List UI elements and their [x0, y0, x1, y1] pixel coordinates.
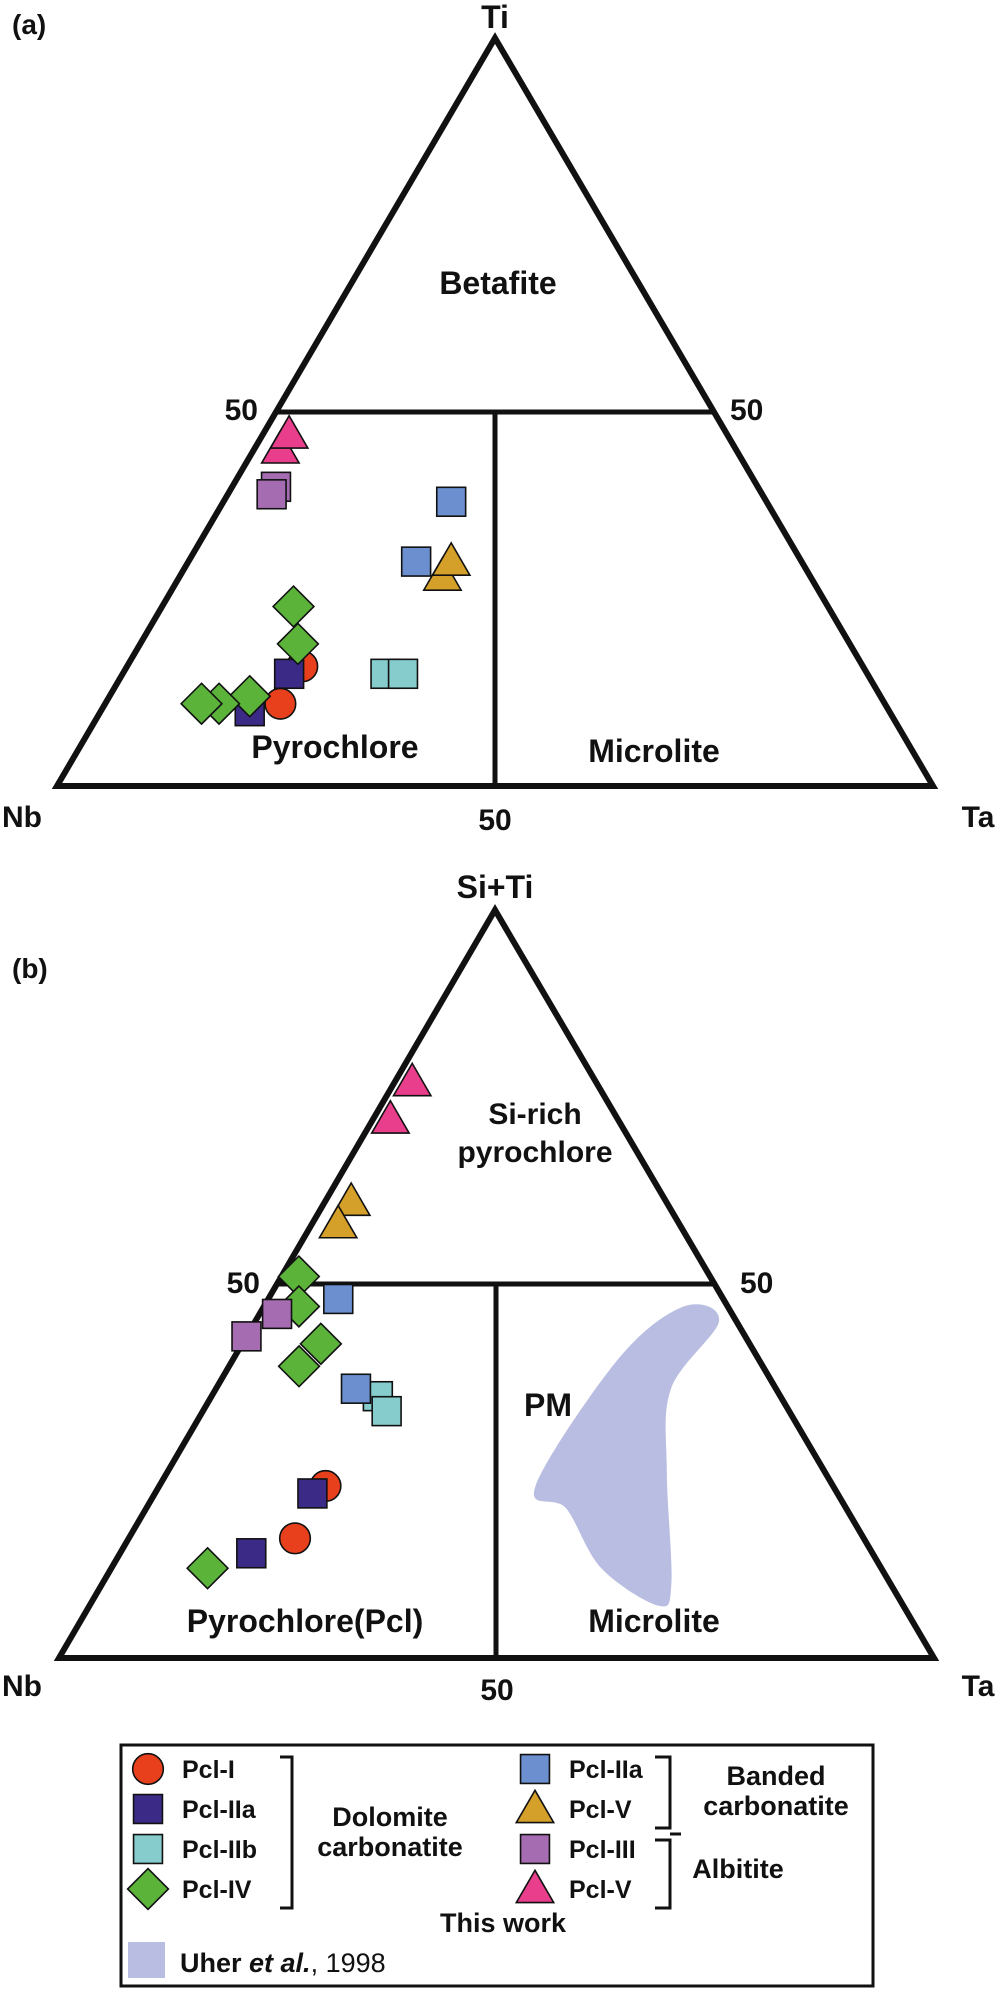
legend-uher-prefix: Uher: [180, 1948, 249, 1978]
panel-a-tick-right: 50: [730, 394, 763, 427]
legend-label-pcl-iv: Pcl-IV: [182, 1876, 252, 1904]
legend-label-pcl-iia-banded: Pcl-IIa: [569, 1756, 644, 1784]
legend-this-work: This work: [440, 1908, 567, 1938]
panel-b-field-pyrochlore-label: pyrochlore: [457, 1136, 612, 1169]
panel-b-tick-left: 50: [227, 1267, 260, 1300]
panel-a-markers: [180, 414, 472, 727]
panel-a: (a) Ti Nb Ta 50 50 50 Betafite Pyrochlor…: [2, 0, 995, 837]
legend-box: [119, 1743, 875, 1988]
panel-b-point-pcl-V-banded-2: [318, 1203, 359, 1239]
legend-bracket-banded: [655, 1755, 672, 1830]
panel-b-field-si-rich: Si-rich: [488, 1098, 581, 1131]
panel-a-point-pcl-III-2: [256, 479, 287, 510]
legend-group-dolomite-2: carbonatite: [317, 1832, 463, 1862]
legend-marker-pcl-III: [519, 1833, 551, 1865]
legend-marker-pcl-IIa-banded: [519, 1753, 551, 1785]
legend-marker-pcl-IIa-dolomite: [132, 1793, 164, 1825]
panel-b-markers: [186, 1061, 433, 1590]
legend-label-pcl-v-banded: Pcl-V: [569, 1796, 632, 1824]
panel-b-apex-top: Si+Ti: [457, 869, 534, 905]
panel-b-point-pcl-I-2: [278, 1522, 312, 1555]
panel-b-uher-field: [533, 1304, 720, 1607]
panel-b-point-pcl-III-2: [231, 1321, 262, 1352]
panel-a-tick-left: 50: [225, 394, 258, 427]
panel-b-point-pcl-IIb-2: [371, 1395, 402, 1427]
panel-b-point-pcl-V-albitite-2: [370, 1099, 411, 1134]
panel-b-point-pcl-III-1: [261, 1298, 293, 1330]
panel-b-field-pyrochlore-pcl: Pyrochlore(Pcl): [187, 1603, 424, 1639]
panel-a-point-pcl-IIa-banded-1: [435, 486, 467, 518]
legend-group-banded-1: Banded: [726, 1761, 825, 1791]
panel-a-apex-right: Ta: [962, 801, 995, 834]
legend-group-albitite: Albitite: [692, 1854, 784, 1884]
legend-bracket-dolomite: [280, 1755, 294, 1910]
panel-b-point-pcl-IV-5: [186, 1546, 230, 1590]
legend-uher-etal: et al.: [249, 1948, 311, 1978]
legend: Pcl-I Pcl-IIa Pcl-IIb Pcl-IV Pcl-IIa Pcl…: [119, 1743, 875, 1988]
panel-b-point-pcl-V-albitite-1: [392, 1061, 433, 1097]
legend-label-pcl-iii: Pcl-III: [569, 1836, 636, 1864]
panel-a-point-pcl-IV-2: [276, 622, 320, 666]
panel-b-field-microlite: Microlite: [588, 1603, 720, 1639]
legend-uher-reference: Uher et al., 1998: [180, 1948, 386, 1978]
panel-b-apex-left: Nb: [2, 1670, 42, 1703]
panel-b-apex-right: Ta: [962, 1670, 995, 1703]
panel-a-point-pcl-IIb-2: [387, 658, 419, 690]
panel-b-point-pcl-IIa-dolomite-2: [236, 1538, 267, 1569]
panel-b-field-pm: PM: [524, 1387, 572, 1423]
panel-a-point-pcl-I-2: [264, 687, 297, 720]
legend-label-pcl-v-albitite: Pcl-V: [569, 1876, 632, 1904]
legend-bracket-albitite: [655, 1838, 672, 1910]
legend-label-pcl-i: Pcl-I: [182, 1756, 235, 1784]
panel-b: (b) Si+Ti Nb Ta 50 50 50 Si-rich pyrochl…: [2, 869, 995, 1707]
panel-a-point-pcl-IIa-banded-2: [400, 546, 432, 577]
panel-a-field-pyrochlore: Pyrochlore: [251, 729, 418, 765]
panel-b-point-pcl-IV-3: [299, 1322, 343, 1366]
panel-b-label: (b): [12, 953, 48, 984]
panel-a-point-pcl-IV-1: [271, 584, 316, 629]
panel-b-point-pcl-IIa-banded-1: [323, 1283, 354, 1315]
panel-a-tick-bottom: 50: [478, 804, 511, 837]
panel-b-tick-right: 50: [740, 1267, 773, 1300]
panel-b-point-pcl-IIa-dolomite-1: [297, 1478, 328, 1509]
panel-b-tick-bottom: 50: [480, 1674, 513, 1707]
panel-a-apex-left: Nb: [2, 801, 42, 834]
legend-uher-suffix: , 1998: [311, 1948, 386, 1978]
panel-a-apex-top: Ti: [481, 0, 509, 35]
legend-marker-pcl-V-banded: [514, 1788, 556, 1824]
legend-uher-swatch: [128, 1942, 165, 1978]
panel-b-point-pcl-IV-4: [277, 1344, 321, 1388]
legend-group-banded-2: carbonatite: [703, 1791, 849, 1821]
panel-a-label: (a): [12, 9, 46, 40]
panel-b-point-pcl-IIa-banded-2: [340, 1373, 372, 1404]
legend-marker-pcl-I: [131, 1752, 165, 1786]
legend-group-dolomite-1: Dolomite: [332, 1802, 448, 1832]
panel-a-point-pcl-IV-5: [180, 682, 224, 726]
panel-b-point-pcl-V-banded-1: [331, 1181, 372, 1217]
legend-marker-pcl-IV: [126, 1867, 170, 1911]
panel-a-point-pcl-V-banded-2: [431, 541, 472, 577]
panel-a-point-pcl-V-albitite-2: [269, 414, 310, 449]
legend-marker-pcl-V-albitite: [514, 1868, 556, 1904]
legend-label-pcl-iia-dolomite: Pcl-IIa: [182, 1796, 257, 1824]
panel-a-field-betafite: Betafite: [439, 265, 556, 301]
legend-markers: [126, 1752, 556, 1911]
panel-a-field-microlite: Microlite: [588, 733, 720, 769]
legend-marker-pcl-IIb: [132, 1833, 164, 1865]
panel-a-point-pcl-IV-3: [228, 674, 272, 718]
legend-label-pcl-iib: Pcl-IIb: [182, 1836, 257, 1864]
